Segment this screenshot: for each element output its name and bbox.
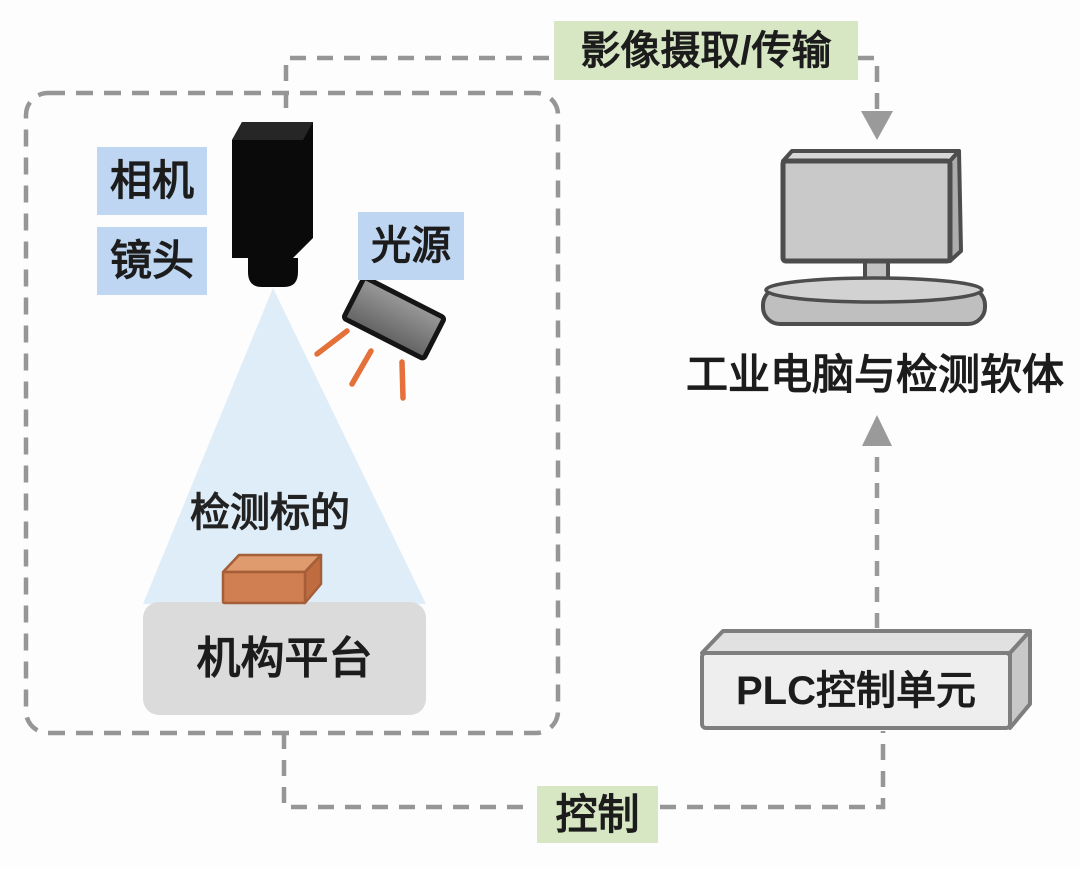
control-flow-label: 控制 <box>537 786 658 843</box>
industrial-pc-label: 工业电脑与检测软体 <box>685 351 1064 398</box>
plc-box-icon <box>700 629 1032 730</box>
flow-line-top-right <box>858 55 880 112</box>
arrow-up-icon <box>862 415 892 446</box>
light-rays-icon <box>314 328 406 401</box>
platform-shape <box>143 602 426 715</box>
arrow-down-icon <box>861 111 893 140</box>
plc-unit-label: PLC控制单元 <box>736 668 976 713</box>
light-source-icon <box>341 275 447 361</box>
flow-line-bottom-right <box>660 731 886 810</box>
flow-line-top <box>283 55 552 108</box>
inspection-target-label: 检测标的 <box>190 491 350 535</box>
target-box-icon <box>221 553 323 605</box>
light-cone <box>143 288 426 604</box>
platform-label: 机构平台 <box>196 633 373 683</box>
lens-label: 镜头 <box>97 227 207 295</box>
image-capture-flow-label: 影像摄取/传输 <box>554 21 858 80</box>
camera-label: 相机 <box>97 147 207 215</box>
light-source-label: 光源 <box>358 212 464 280</box>
monitor-icon <box>761 149 987 326</box>
camera-icon <box>232 122 313 287</box>
flow-line-bottom-left <box>281 733 534 810</box>
vision-station-border <box>23 90 561 736</box>
